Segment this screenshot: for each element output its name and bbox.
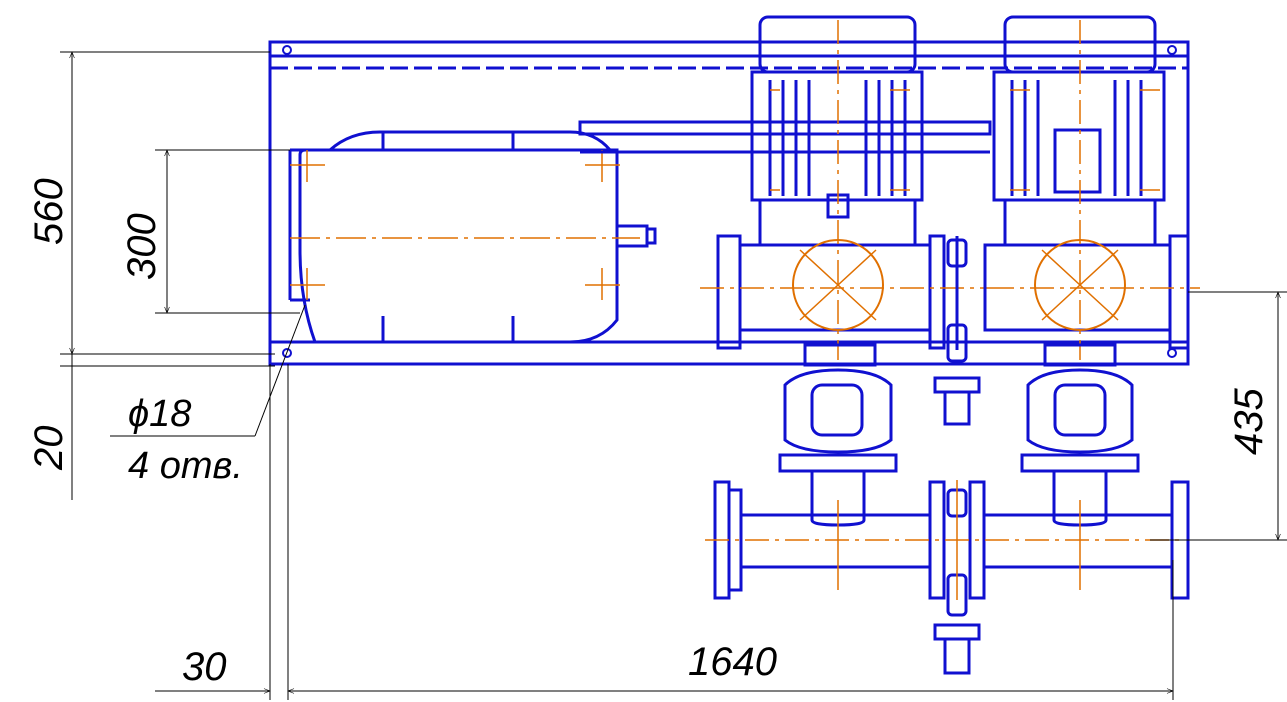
gate-valve-2 <box>1020 343 1140 527</box>
pump-motor-1 <box>716 15 946 350</box>
dim-height-total: 560 <box>27 178 71 245</box>
lower-manifold-axis <box>705 480 1180 600</box>
gate-valve-1 <box>778 343 898 527</box>
expansion-tank <box>288 130 657 344</box>
dim-overall-width: 1640 <box>688 640 777 684</box>
tank-axis <box>290 150 640 300</box>
dim-hole-diameter: ϕ18 <box>128 393 191 435</box>
middle-sensor-upper <box>933 236 981 426</box>
upper-manifold <box>578 120 992 154</box>
base-frame <box>268 40 1190 366</box>
pump-2-axis <box>990 20 1200 360</box>
dim-tank-height: 300 <box>120 213 164 280</box>
pump-1-axis <box>700 20 990 360</box>
dim-edge-offset: 30 <box>182 645 227 689</box>
dim-pipe-axis-height: 435 <box>1227 388 1271 455</box>
dimension-lines <box>60 51 1287 700</box>
dim-hole-count: 4 отв. <box>128 445 243 487</box>
dim-base-thickness: 20 <box>27 426 71 472</box>
